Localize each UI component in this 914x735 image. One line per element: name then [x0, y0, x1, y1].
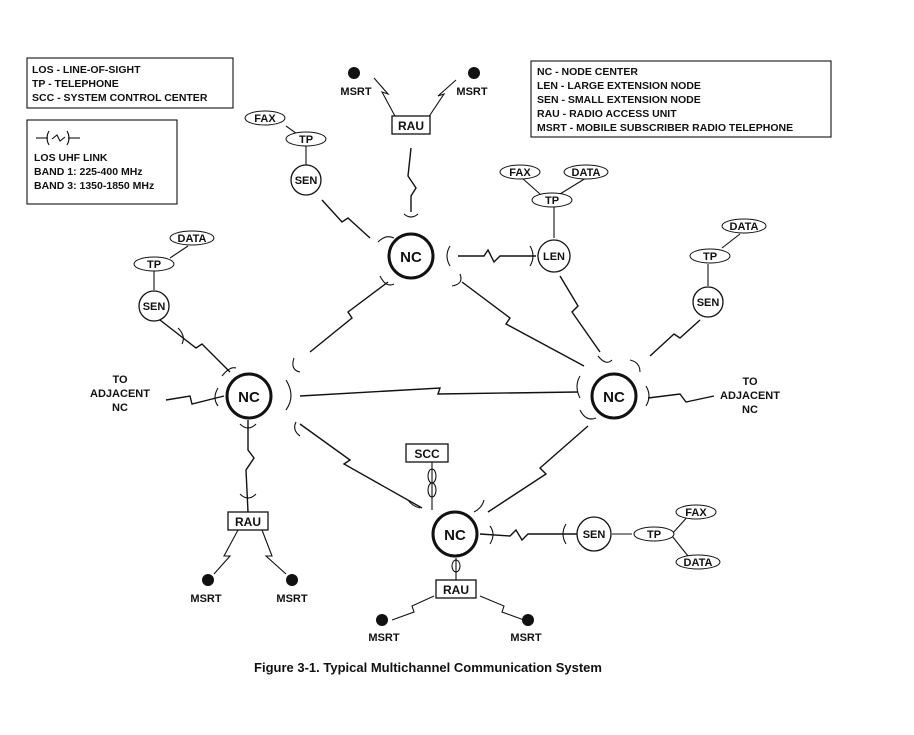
legend-line: LOS - LINE-OF-SIGHT	[32, 64, 141, 76]
data-label: DATA	[730, 221, 759, 233]
to-adjacent-nc-left: TO ADJACENT NC	[90, 374, 150, 414]
tp-oval-left: TP	[133, 256, 175, 272]
to-adjacent-nc-right: TO ADJACENT NC	[720, 376, 780, 416]
nc-node-left[interactable]: NC	[225, 372, 273, 420]
tp-oval-right: TP	[689, 248, 731, 264]
data-oval-bottom-right: DATA	[675, 554, 721, 570]
msrt-label: MSRT	[276, 593, 307, 605]
legend-line: MSRT - MOBILE SUBSCRIBER RADIO TELEPHONE	[537, 122, 793, 134]
sen-node-top-left[interactable]: SEN	[290, 164, 322, 196]
legend-abbreviations-right: NC - NODE CENTER LEN - LARGE EXTENSION N…	[530, 60, 832, 138]
tp-label: TP	[703, 251, 717, 263]
tp-oval-len: TP	[531, 192, 573, 208]
fax-oval-top-left: FAX	[244, 110, 286, 126]
scc-chain	[427, 468, 461, 573]
rau-label: RAU	[398, 119, 424, 133]
msrt-top-left: MSRT	[340, 67, 372, 98]
data-label: DATA	[178, 233, 207, 245]
fax-oval-len: FAX	[499, 164, 541, 180]
tp-label: TP	[299, 134, 313, 146]
tp-label: TP	[545, 195, 559, 207]
sen-node-right[interactable]: SEN	[692, 286, 724, 318]
rau-box-bottom[interactable]: RAU	[435, 579, 477, 599]
legend-line: LEN - LARGE EXTENSION NODE	[537, 80, 701, 92]
legend-line: RAU - RADIO ACCESS UNIT	[537, 108, 677, 120]
scc-label: SCC	[414, 447, 440, 461]
adjacent-line: NC	[112, 402, 128, 414]
msrt-label: MSRT	[456, 86, 487, 98]
legend-los-uhf-link: LOS UHF LINK BAND 1: 225-400 MHz BAND 3:…	[26, 119, 178, 205]
msrt-top-right: MSRT	[456, 67, 488, 98]
legend-abbreviations-left: LOS - LINE-OF-SIGHT TP - TELEPHONE SCC -…	[26, 57, 234, 109]
data-label: DATA	[684, 557, 713, 569]
adjacent-line: TO	[742, 376, 758, 388]
nc-label: NC	[238, 389, 260, 406]
figure-caption: Figure 3-1. Typical Multichannel Communi…	[254, 660, 602, 675]
legend-line: TP - TELEPHONE	[32, 78, 119, 90]
nc-node-bottom[interactable]: NC	[431, 510, 479, 558]
sen-node-left[interactable]: SEN	[138, 290, 170, 322]
data-oval-len: DATA	[563, 164, 609, 180]
legend-line: SEN - SMALL EXTENSION NODE	[537, 94, 701, 106]
antenna-arcs	[177, 213, 650, 545]
msrt-left-1: MSRT	[190, 574, 222, 605]
nc-label: NC	[603, 389, 625, 406]
fax-label: FAX	[509, 167, 531, 179]
adjacent-line: TO	[112, 374, 128, 386]
msrt-bottom-2: MSRT	[510, 614, 542, 644]
legend-link-title: LOS UHF LINK	[34, 152, 108, 164]
tp-oval-top-left: TP	[285, 131, 327, 147]
legend-band-1: BAND 1: 225-400 MHz	[34, 166, 143, 178]
rau-box-top[interactable]: RAU	[391, 115, 431, 135]
sen-label: SEN	[295, 175, 318, 187]
data-label: DATA	[572, 167, 601, 179]
len-node[interactable]: LEN	[537, 239, 571, 273]
msrt-bottom-1: MSRT	[368, 614, 400, 644]
rau-label: RAU	[443, 583, 469, 597]
msrt-label: MSRT	[368, 632, 399, 644]
nc-label: NC	[400, 249, 422, 266]
adjacent-line: ADJACENT	[90, 388, 150, 400]
fax-label: FAX	[685, 507, 707, 519]
rau-box-left[interactable]: RAU	[227, 511, 269, 531]
sen-label: SEN	[583, 529, 606, 541]
adjacent-line: ADJACENT	[720, 390, 780, 402]
legend-band-3: BAND 3: 1350-1850 MHz	[34, 180, 154, 192]
msrt-label: MSRT	[340, 86, 371, 98]
sen-label: SEN	[697, 297, 720, 309]
sen-node-bottom-right[interactable]: SEN	[576, 516, 612, 552]
legend-line: SCC - SYSTEM CONTROL CENTER	[32, 92, 208, 104]
msrt-label: MSRT	[190, 593, 221, 605]
data-oval-right: DATA	[721, 218, 767, 234]
adjacent-line: NC	[742, 404, 758, 416]
len-label: LEN	[543, 251, 565, 263]
fax-oval-bottom-right: FAX	[675, 504, 717, 520]
scc-box[interactable]: SCC	[405, 443, 449, 463]
nc-label: NC	[444, 527, 466, 544]
tp-label: TP	[147, 259, 161, 271]
nc-node-top[interactable]: NC	[387, 232, 435, 280]
data-oval-left: DATA	[169, 230, 215, 246]
msrt-label: MSRT	[510, 632, 541, 644]
msrt-left-2: MSRT	[276, 574, 308, 605]
rau-label: RAU	[235, 515, 261, 529]
fax-label: FAX	[254, 113, 276, 125]
tp-label: TP	[647, 529, 661, 541]
nc-node-right[interactable]: NC	[590, 372, 638, 420]
sen-label: SEN	[143, 301, 166, 313]
tp-oval-bottom-right: TP	[633, 526, 675, 542]
legend-line: NC - NODE CENTER	[537, 66, 638, 78]
